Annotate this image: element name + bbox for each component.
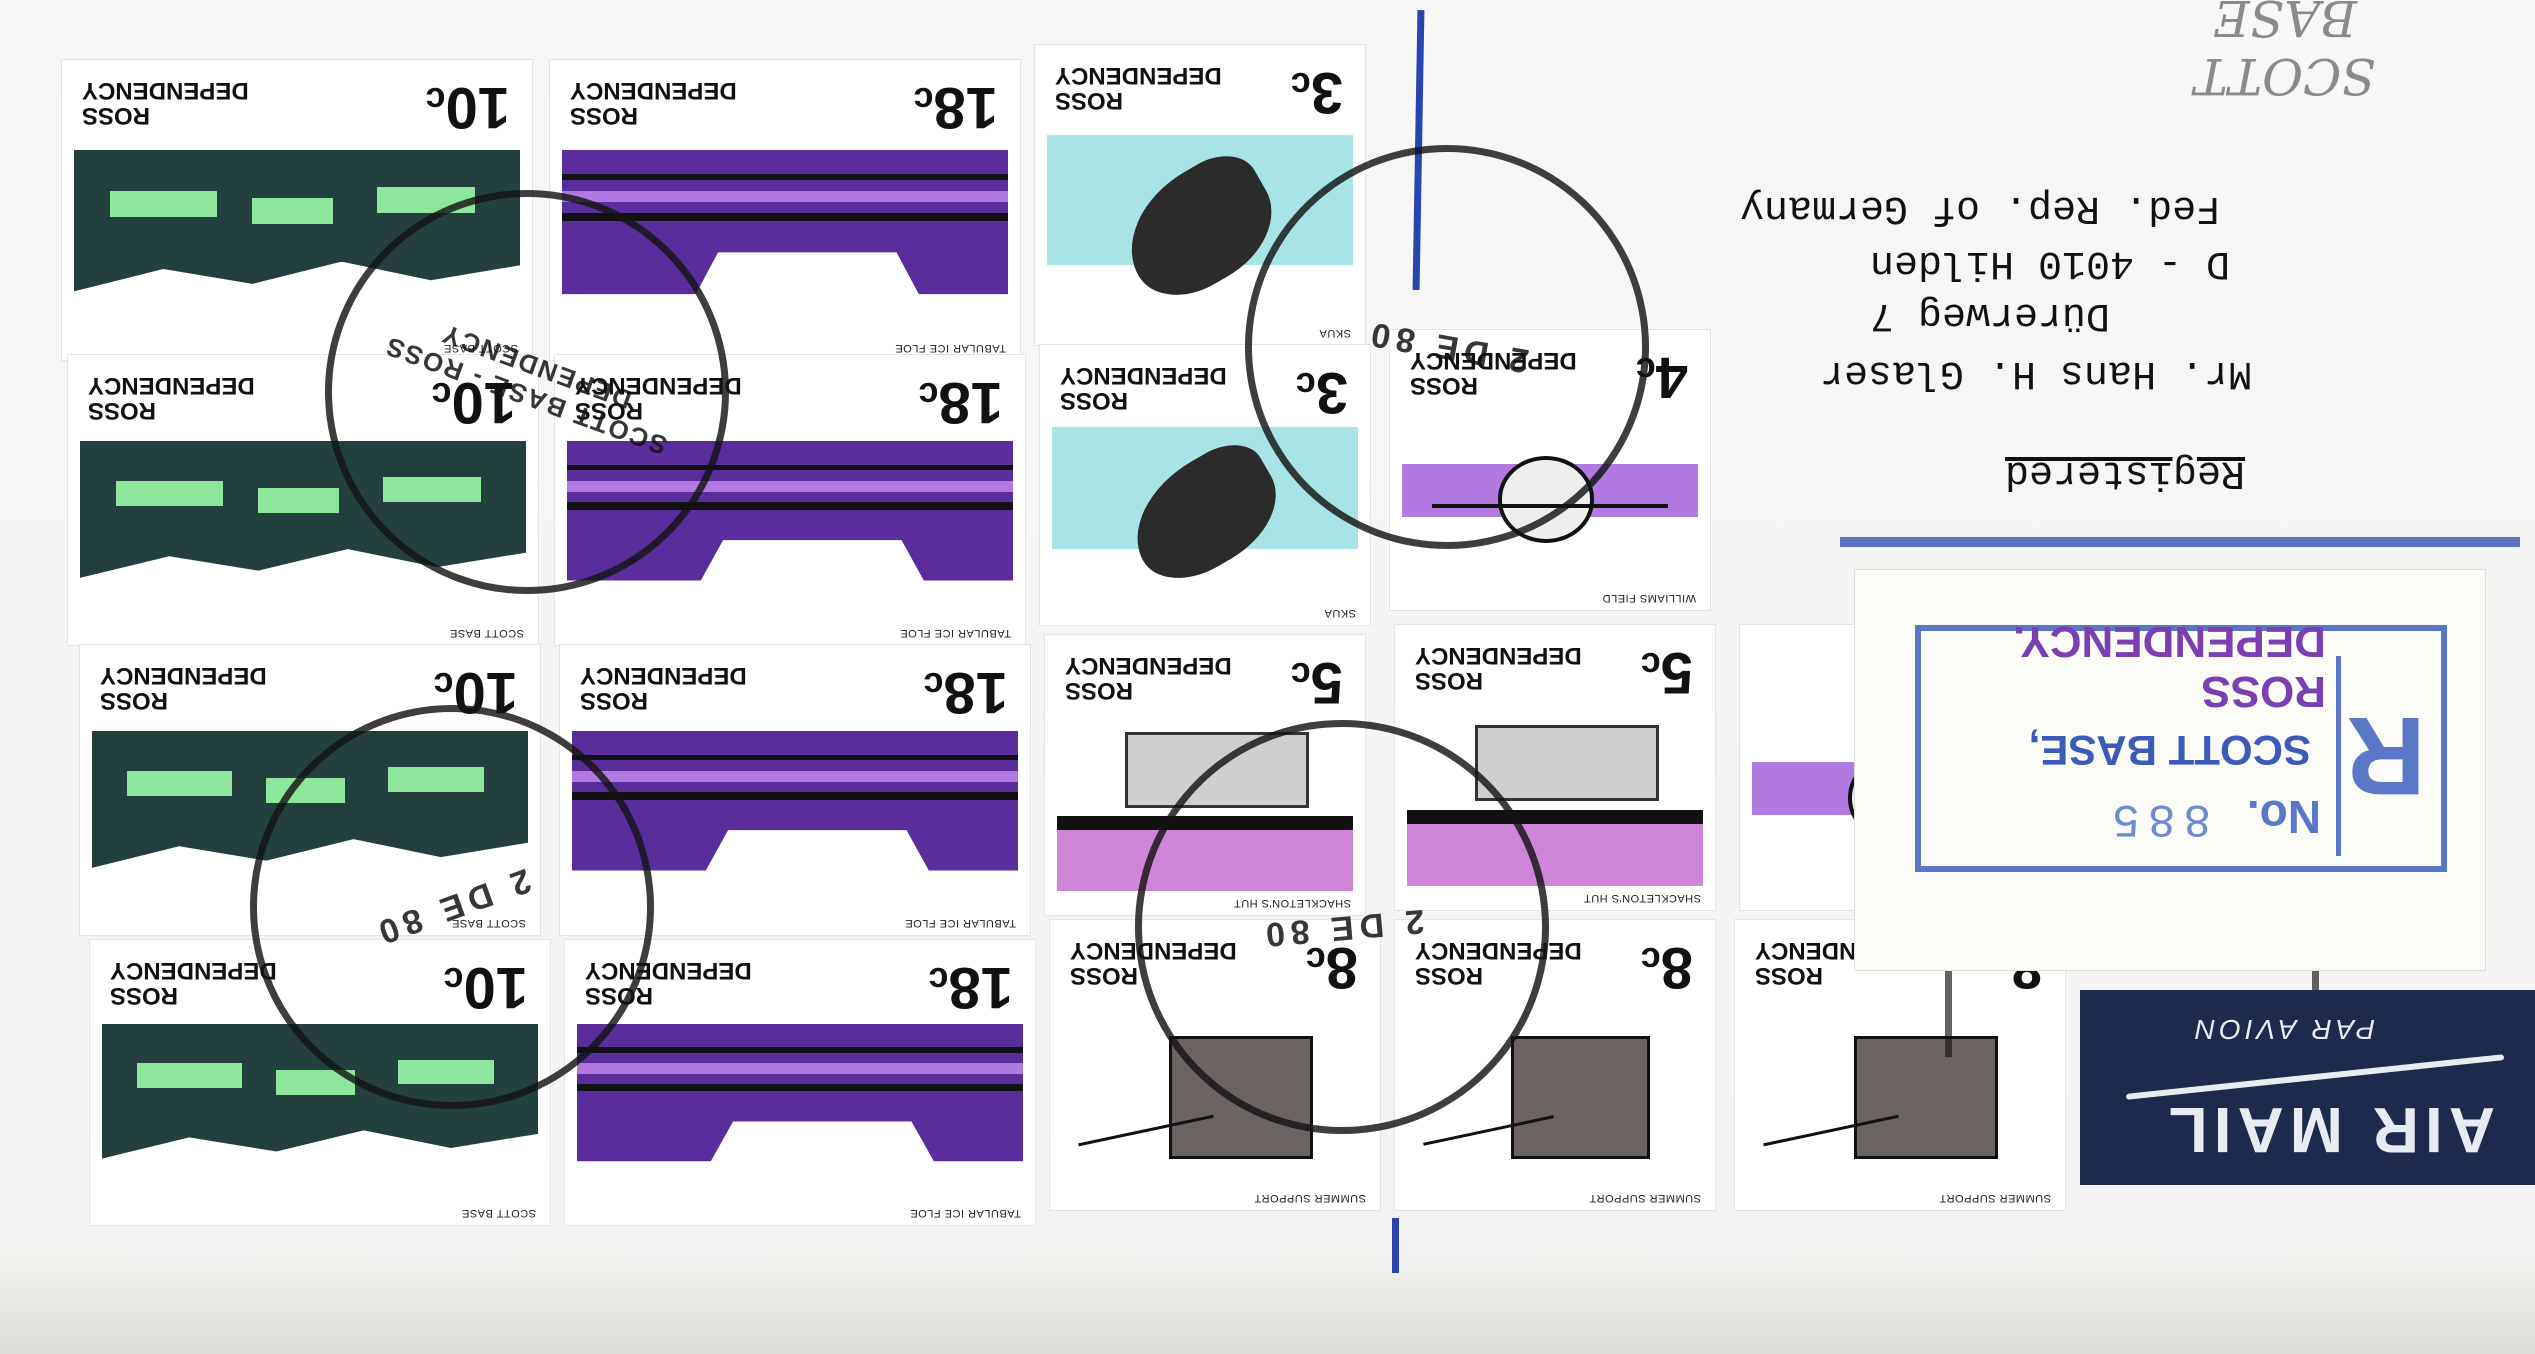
stamp-caption: SUMMER SUPPORT xyxy=(1589,1192,1701,1204)
stamp-value: 18c xyxy=(913,75,998,140)
postmark-date: 2 DE 80 xyxy=(1362,314,1532,381)
stamp-caption: SCOTT BASE xyxy=(449,627,524,639)
handwritten-text: SCOTT BASE xyxy=(2194,0,2376,105)
stamp-scene xyxy=(577,1024,1023,1201)
registration-label: R No. 885 SCOTT BASE, ROSS DEPENDENCY. xyxy=(1855,570,2485,970)
stamp-caption: TABULAR ICE FLOE xyxy=(909,1207,1021,1219)
stamp-value: 3c xyxy=(1290,60,1343,125)
air-mail-text: AIR MAIL xyxy=(2162,1094,2495,1166)
address-line-city: D - 4010 Hilden xyxy=(1870,240,2231,285)
registration-country: ROSS DEPENDENCY. xyxy=(2013,617,2326,716)
stamp-caption: SCOTT BASE xyxy=(461,1207,536,1219)
postmark-text: SCOTT BASE - ROSS DEPENDENCY xyxy=(380,318,671,462)
registration-box: R No. 885 SCOTT BASE, ROSS DEPENDENCY. xyxy=(1915,617,2447,872)
stamp-caption: SUMMER SUPPORT xyxy=(1254,1192,1366,1204)
stamp-value: 10c xyxy=(425,75,510,140)
hut-icon xyxy=(1475,724,1659,802)
handwritten-note: SCOTT BASE xyxy=(2120,0,2450,105)
par-avion-text: PAR AVION xyxy=(2191,1014,2375,1045)
registration-place: SCOTT BASE, xyxy=(2028,727,2311,774)
stamp-caption: SUMMER SUPPORT xyxy=(1939,1192,2051,1204)
stamp-caption: SHACKLETON'S HUT xyxy=(1583,892,1701,904)
stamp-caption: SKUA xyxy=(1324,607,1356,619)
stamp-value: 18c xyxy=(928,955,1013,1020)
stamp-caption: WILLIAMS FIELD xyxy=(1602,592,1696,604)
blue-pen-tick-bottom xyxy=(1392,1218,1399,1273)
airmail-label: AIR MAIL PAR AVION xyxy=(2080,990,2535,1185)
address-line-registered: Registered xyxy=(2005,450,2246,495)
address-line-country: Fed. Rep. of Germany xyxy=(1740,185,2221,230)
stamp-caption: TABULAR ICE FLOE xyxy=(894,342,1006,354)
stamp-caption: TABULAR ICE FLOE xyxy=(904,917,1016,929)
address-line-street: Dürerweg 7 xyxy=(1870,292,2111,337)
stamp-value: 8c xyxy=(1640,935,1693,1000)
registration-number: 885 xyxy=(2104,792,2211,844)
registration-no-label: No. xyxy=(2246,791,2321,843)
stamp-value: 5c xyxy=(1290,650,1343,715)
stamp-value: 18c xyxy=(923,660,1008,725)
stamp-value: 5c xyxy=(1640,640,1693,705)
postmark-date: 2 DE 80 xyxy=(1258,901,1426,955)
postmark-date: 2 DE 80 xyxy=(368,861,537,954)
registration-letter: R xyxy=(2336,656,2431,856)
aircraft-icon xyxy=(1510,1036,1650,1160)
blue-pen-line-horizontal xyxy=(1840,537,2520,547)
stamp-caption: TABULAR ICE FLOE xyxy=(899,627,1011,639)
address-line-name: Mr. Hans H. Glaser xyxy=(1820,350,2253,395)
stamp-value: 18c xyxy=(918,370,1003,435)
